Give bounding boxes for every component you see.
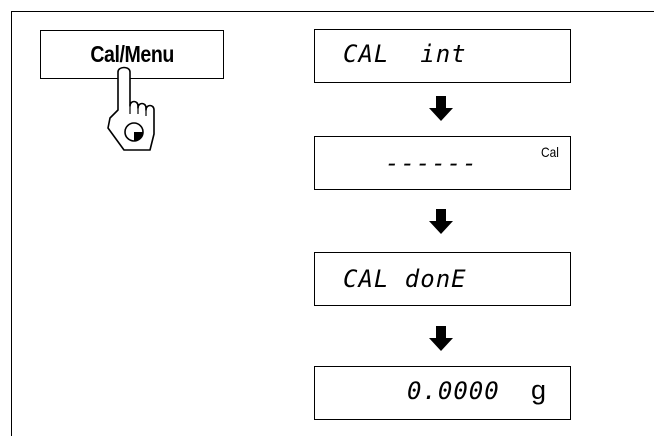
display-text: ------ (385, 149, 478, 177)
cal-menu-key-label: Cal/Menu (90, 41, 174, 67)
display-text: CAL int (343, 40, 467, 68)
diagram-frame (11, 11, 654, 436)
display-text: 0.0000 (407, 377, 500, 405)
down-arrow-icon (429, 326, 453, 351)
display-cal-int: CAL int (314, 29, 571, 83)
weight-unit: g (531, 375, 547, 405)
down-arrow-icon (429, 209, 453, 234)
display-zero-weight: 0.0000 g (314, 366, 571, 420)
display-cal-done: CAL donE (314, 252, 571, 306)
cal-annunciator: Cal (541, 144, 559, 160)
display-text: CAL donE (343, 265, 467, 293)
down-arrow-icon (429, 96, 453, 121)
hand-pointer-icon (107, 66, 155, 151)
cal-menu-key[interactable]: Cal/Menu (40, 30, 224, 79)
display-dashes: ------ Cal (314, 136, 571, 190)
